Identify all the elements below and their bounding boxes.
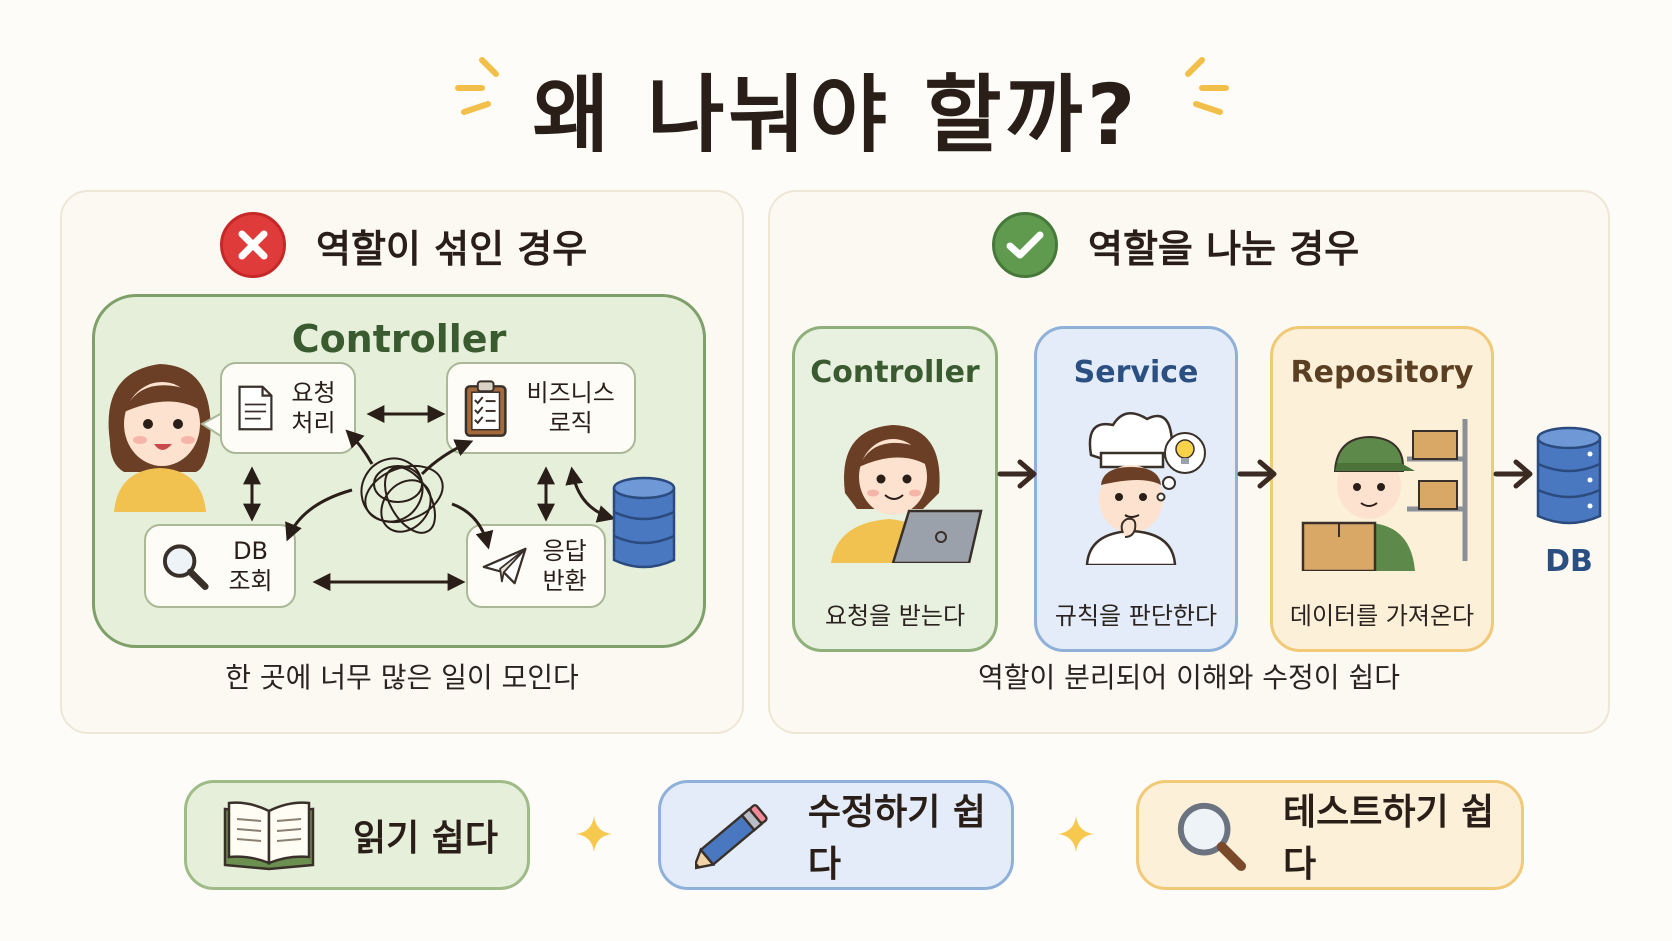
controller-layer-caption: 요청을 받는다 [824, 602, 966, 630]
controller-layer-title: Controller [810, 355, 980, 390]
task-response-return: 응답 반환 [466, 524, 606, 608]
controller-layer-card: Controller 요청을 받는다 [792, 326, 998, 652]
sparkle-star-icon [576, 816, 612, 852]
separated-roles-caption: 역할이 분리되어 이해와 수정이 쉽다 [977, 661, 1400, 694]
benefit-readable-label: 읽기 쉽다 [353, 818, 499, 859]
clipboard-checklist-icon [464, 380, 507, 437]
paper-plane-icon [482, 547, 527, 585]
controller-box-title: Controller [291, 317, 507, 361]
developer-laptop-icon [831, 425, 983, 563]
benefit-testable-label: 테스트하기 쉽다 [1283, 792, 1495, 885]
database-icon [612, 476, 676, 569]
task-request-label: 요청 처리 [291, 379, 336, 437]
separated-roles-heading-text: 역할을 나눈 경우 [1088, 226, 1360, 271]
task-business-logic-label: 비즈니스 로직 [526, 379, 615, 437]
open-book-icon [223, 801, 315, 871]
flow-arrows [997, 459, 1533, 489]
service-layer-card: Service 규칙을 판단한다 [1034, 326, 1238, 652]
database-label: DB [1545, 544, 1593, 579]
task-db-lookup: DB 조회 [144, 524, 296, 608]
repository-layer-caption: 데이터를 가져온다 [1289, 602, 1475, 630]
service-layer-title: Service [1073, 355, 1199, 390]
magnifier-icon [162, 544, 209, 591]
developer-girl-icon [108, 364, 211, 512]
separated-roles-heading: 역할을 나눈 경우 [992, 212, 1359, 278]
sparkle-left-icon [455, 57, 499, 115]
task-business-logic: 비즈니스 로직 [446, 362, 636, 454]
tangled-arrows [243, 405, 616, 591]
benefit-modifiable-label: 수정하기 쉽다 [807, 792, 987, 885]
chef-icon [1085, 412, 1206, 565]
service-layer-caption: 규칙을 판단한다 [1054, 602, 1218, 630]
mixed-roles-heading-text: 역할이 섞인 경우 [316, 226, 588, 271]
task-response-label: 응답 반환 [542, 537, 587, 595]
mixed-roles-heading: 역할이 섞인 경우 [220, 212, 587, 278]
sparkle-star-icon [1058, 816, 1094, 852]
benefit-testable: 테스트하기 쉽다 [1136, 780, 1524, 890]
speech-tail-icon [200, 411, 224, 439]
check-mark-icon [992, 212, 1058, 278]
sparkle-right-icon [1185, 57, 1229, 115]
benefit-readable: 읽기 쉽다 [184, 780, 530, 890]
repository-layer-title: Repository [1290, 355, 1474, 390]
x-mark-icon [220, 212, 286, 278]
pencil-icon [695, 804, 768, 870]
repository-layer-card: Repository 데이터를 가져온다 [1270, 326, 1494, 652]
magnifier-icon [1177, 802, 1247, 872]
page-title: 왜 나눠야 할까? [532, 66, 1140, 164]
document-icon [238, 385, 273, 431]
warehouse-worker-icon [1301, 419, 1468, 571]
benefit-modifiable: 수정하기 쉽다 [658, 780, 1014, 890]
task-db-lookup-label: DB 조회 [228, 537, 273, 595]
mixed-roles-caption: 한 곳에 너무 많은 일이 모인다 [225, 661, 579, 694]
task-request-processing: 요청 처리 [220, 362, 356, 454]
database-icon [1536, 426, 1602, 525]
